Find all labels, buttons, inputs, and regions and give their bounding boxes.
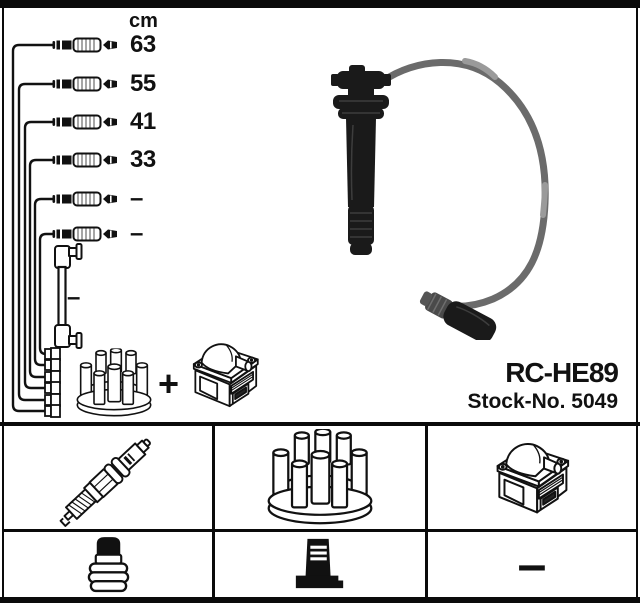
length-value-5: – <box>130 185 143 212</box>
length-value-2: 55 <box>130 70 156 97</box>
grid-cell-spark-plug <box>4 426 212 529</box>
grid-col-divider-1 <box>212 426 215 597</box>
plus-sign: + <box>158 363 180 404</box>
grid-cell-none: – <box>428 532 636 597</box>
cable-length-diagram <box>11 37 118 418</box>
grid-cell-rotor <box>215 532 425 597</box>
unit-label: cm <box>129 10 158 32</box>
frame-left <box>2 8 4 597</box>
length-value-1: 63 <box>130 31 156 58</box>
grid-cell-distributor-cap <box>215 426 425 529</box>
length-value-6: – <box>130 220 143 247</box>
ignition-cable-photo <box>331 58 549 340</box>
grid-top-line <box>0 422 640 426</box>
grid-row-divider <box>4 529 636 532</box>
product-code: RC-HE89 <box>505 357 619 388</box>
length-value-3: 41 <box>130 108 156 135</box>
stock-number: Stock-No. 5049 <box>467 390 618 413</box>
ignition-coil-icon <box>186 336 264 414</box>
coil-wire-length-value: – <box>67 284 81 311</box>
grid-col-divider-2 <box>425 426 428 597</box>
spark-plug-icon <box>57 427 159 529</box>
grid-cell-ignition-coil <box>428 426 636 529</box>
distributor-cap-icon <box>264 429 376 526</box>
frame-bottom <box>0 597 640 603</box>
frame-right <box>636 8 638 597</box>
grid-cell-plug-terminal <box>4 532 212 597</box>
dash: – <box>517 535 547 594</box>
frame-top <box>0 0 640 8</box>
distributor-cap-icon <box>74 348 154 418</box>
plug-terminal-icon <box>85 535 132 594</box>
ignition-coil-icon <box>489 435 575 521</box>
length-value-4: 33 <box>130 146 156 173</box>
distributor-rotor-icon <box>291 537 349 593</box>
